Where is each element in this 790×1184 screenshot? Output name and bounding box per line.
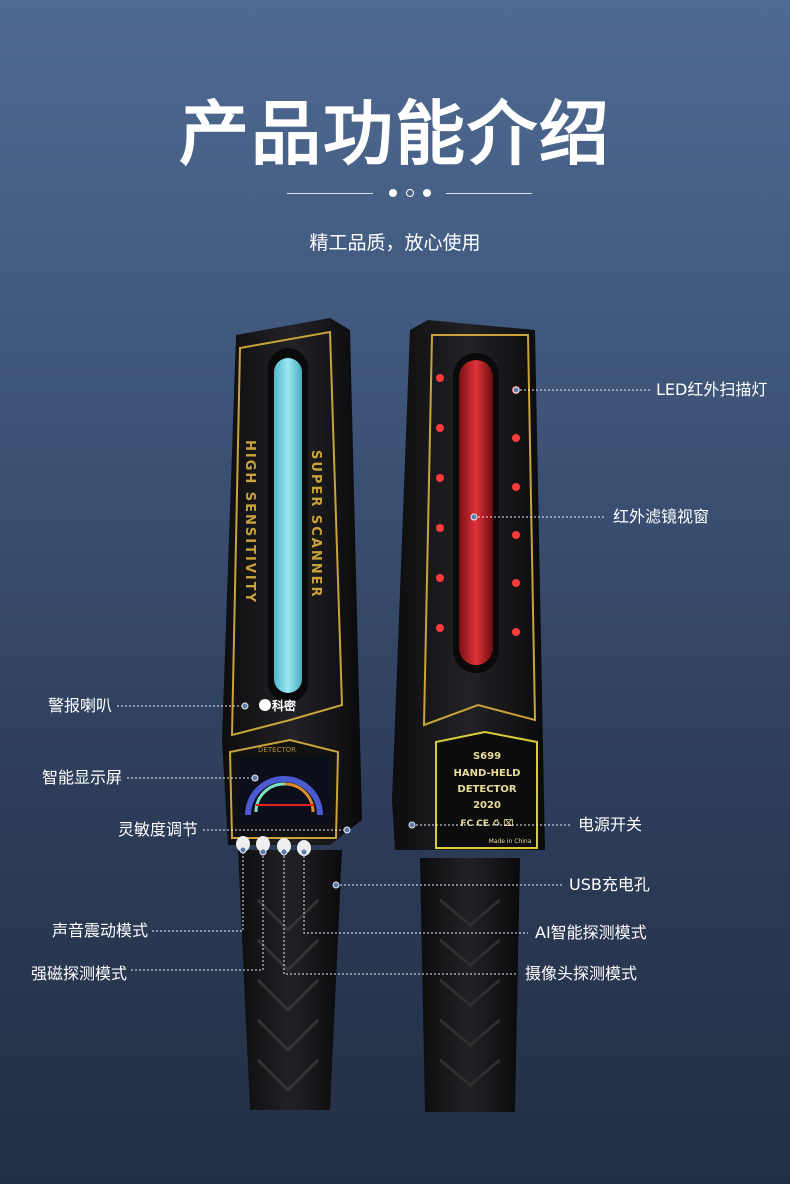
subtitle: 精工品质，放心使用 [309,232,481,254]
callout-dots [239,386,520,889]
cert-marks: FC CE ♻ ⌧ [460,819,513,829]
label-led: LED红外扫描灯 [656,380,768,399]
high-sensitivity-text: HIGH SENSITIVITY [242,440,257,604]
right-device: S699 HAND-HELD DETECTOR 2020 FC CE ♻ ⌧ M… [392,320,545,1112]
label-sensitivity: 灵敏度调节 [117,820,198,839]
divider-left [287,193,373,194]
detector-text: DETECTOR [457,784,516,795]
label-speaker: 警报喇叭 [47,696,112,715]
label-magnetic-mode: 强磁探测模式 [30,964,127,983]
label-power: 电源开关 [578,815,643,834]
svg-text:科密: 科密 [272,698,296,713]
dots-decoration [385,187,435,199]
label-ai-mode: AI智能探测模式 [535,923,647,942]
callout-lines [117,389,650,975]
screen-label: DETECTOR [258,746,296,754]
label-screen: 智能显示屏 [41,768,122,787]
page-title: 产品功能介绍 [179,93,611,175]
label-ir-window: 红外滤镜视窗 [613,507,710,526]
year-text: 2020 [473,800,501,811]
label-sound-vibration-mode: 声音震动模式 [51,921,148,940]
handheld-text: HAND-HELD [454,768,521,779]
divider-right [446,193,532,194]
model-text: S699 [473,751,501,762]
label-camera-mode: 摄像头探测模式 [525,964,638,983]
made-in-text: Made in China [489,838,532,845]
left-device: SUPER SCANNER HIGH SENSITIVITY 科密 DETECT… [222,318,362,1110]
label-usb: USB充电孔 [569,875,650,894]
super-scanner-text: SUPER SCANNER [308,450,323,598]
